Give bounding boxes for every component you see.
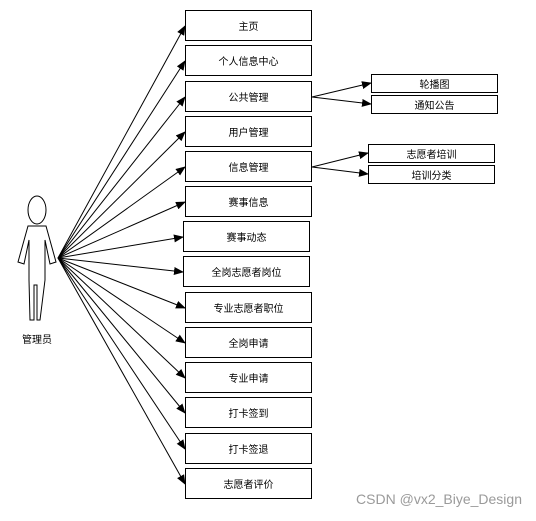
main-item-public-management[interactable]: 公共管理 xyxy=(185,81,312,112)
main-item-event-news[interactable]: 赛事动态 xyxy=(183,221,310,252)
actor-arrow-6 xyxy=(57,234,184,259)
main-item-professional-application[interactable]: 专业申请 xyxy=(185,362,312,393)
info-to-category-arrow xyxy=(311,166,369,177)
actor-arrow-9 xyxy=(57,257,186,344)
actor-arrow-4 xyxy=(57,166,186,259)
info-to-training-arrow xyxy=(311,151,369,168)
actor-arrow-8 xyxy=(57,257,186,309)
main-item-home[interactable]: 主页 xyxy=(185,10,312,41)
main-item-check-in[interactable]: 打卡签到 xyxy=(185,397,312,428)
watermark: CSDN @vx2_Biye_Design xyxy=(356,491,522,507)
actor-arrow-11 xyxy=(57,257,186,414)
child-item-carousel[interactable]: 轮播图 xyxy=(371,74,498,93)
child-connector-lines xyxy=(311,81,372,177)
actor-arrow-3 xyxy=(57,131,186,259)
actor-figure xyxy=(17,195,57,321)
main-item-check-out[interactable]: 打卡签退 xyxy=(185,433,312,464)
actor-label: 管理员 xyxy=(22,335,52,346)
actor-arrow-5 xyxy=(57,201,186,259)
actor-arrow-10 xyxy=(57,257,186,379)
main-item-volunteer-evaluation[interactable]: 志愿者评价 xyxy=(185,468,312,499)
actor-arrow-0 xyxy=(57,25,186,259)
public-to-notice-arrow xyxy=(311,96,372,107)
main-item-info-management[interactable]: 信息管理 xyxy=(185,151,312,182)
public-to-carousel-arrow xyxy=(311,81,372,98)
actor-arrow-1 xyxy=(57,60,186,259)
child-item-notice[interactable]: 通知公告 xyxy=(371,95,498,114)
main-item-profile[interactable]: 个人信息中心 xyxy=(185,45,312,76)
actor-connector-lines xyxy=(57,25,186,485)
child-item-training-category[interactable]: 培训分类 xyxy=(368,165,495,184)
actor-arrow-13 xyxy=(57,257,186,485)
actor-arrow-12 xyxy=(57,257,186,450)
main-item-event-info[interactable]: 赛事信息 xyxy=(185,186,312,217)
main-item-user-management[interactable]: 用户管理 xyxy=(185,116,312,147)
main-item-general-volunteer-post[interactable]: 全岗志愿者岗位 xyxy=(183,256,310,287)
child-item-volunteer-training[interactable]: 志愿者培训 xyxy=(368,144,495,163)
actor-arrow-2 xyxy=(57,96,186,259)
main-item-professional-volunteer-post[interactable]: 专业志愿者职位 xyxy=(185,292,312,323)
actor-arrow-7 xyxy=(57,257,184,275)
main-item-general-application[interactable]: 全岗申请 xyxy=(185,327,312,358)
